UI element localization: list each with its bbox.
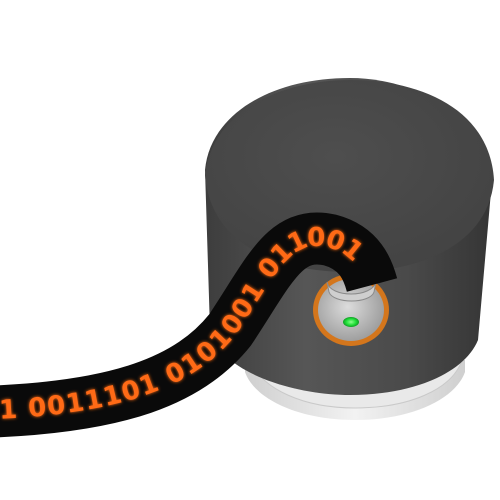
cable-connector — [326, 281, 377, 302]
status-led-icon — [343, 317, 359, 327]
connector-collar — [326, 281, 377, 302]
device-top — [205, 80, 494, 272]
